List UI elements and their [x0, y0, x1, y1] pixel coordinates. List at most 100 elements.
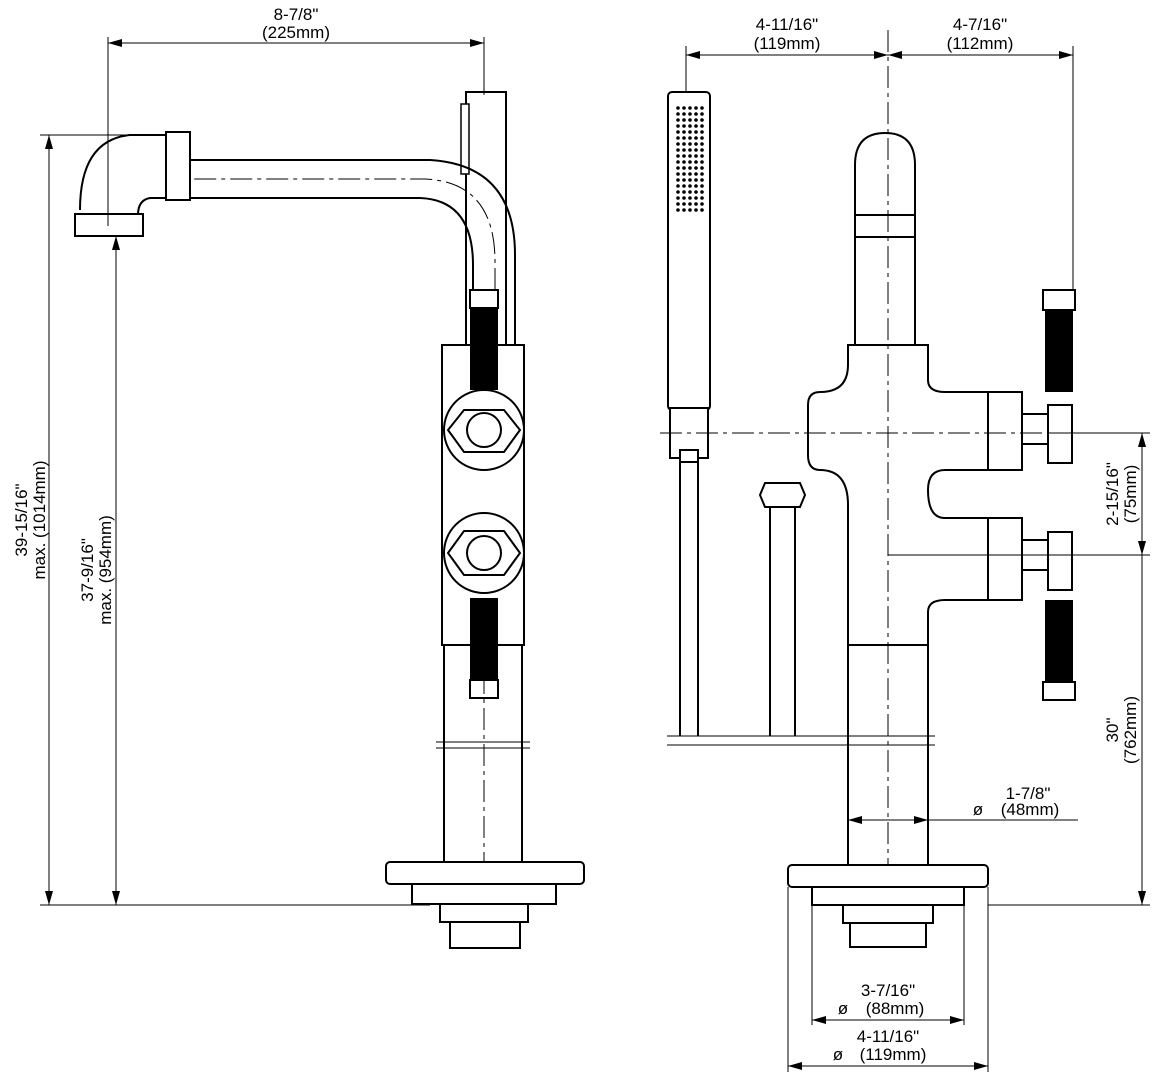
handle-offset-imperial: 4-7/16" [953, 15, 1007, 34]
nozzle-dot [700, 172, 704, 176]
nozzle-dot [688, 208, 692, 212]
nozzle-dot [676, 160, 680, 164]
lower-valve-cartridge [987, 517, 1023, 601]
nozzle-dot [694, 190, 698, 194]
nozzle-dot [694, 142, 698, 146]
nozzle-dot [694, 178, 698, 182]
nozzle-dot [676, 172, 680, 176]
nozzle-dot [682, 106, 686, 110]
nozzle-dot [700, 148, 704, 152]
nozzle-dot [676, 118, 680, 122]
overall-height-metric: max. (1014mm) [30, 460, 49, 579]
nozzle-dot [682, 172, 686, 176]
nozzle-dot [688, 160, 692, 164]
nozzle-dot [688, 124, 692, 128]
nozzle-dot [694, 112, 698, 116]
nozzle-dot [682, 142, 686, 146]
nozzle-dot [700, 124, 704, 128]
nozzle-dot [700, 190, 704, 194]
nozzle-dot [682, 160, 686, 164]
riser-height-metric: (762mm) [1121, 696, 1140, 764]
nozzle-dot [682, 148, 686, 152]
lower-handle-hub [1047, 531, 1073, 591]
nozzle-dot [676, 124, 680, 128]
nozzle-dot [688, 196, 692, 200]
nozzle-dot [676, 196, 680, 200]
spout-collar [165, 131, 191, 201]
base-inner-symbol: ø [838, 999, 848, 1018]
spout-collar-front [854, 214, 916, 238]
nozzle-dot [688, 184, 692, 188]
upper-valve-cartridge [987, 391, 1023, 471]
hose-nut [758, 482, 807, 508]
nozzle-dot [676, 112, 680, 116]
base-inner-metric: (88mm) [866, 999, 925, 1018]
nozzle-dot [682, 124, 686, 128]
nozzle-dot [688, 202, 692, 206]
nozzle-dot [682, 154, 686, 158]
nozzle-dot [700, 208, 704, 212]
nozzle-dot [688, 166, 692, 170]
spout-outer [190, 159, 516, 360]
nozzle-dot [700, 196, 704, 200]
nozzle-dot [694, 118, 698, 122]
flange-base [411, 883, 557, 905]
nozzle-dot [694, 172, 698, 176]
nozzle-dot [682, 130, 686, 134]
nozzle-dot [700, 202, 704, 206]
spout-height-imperial: 37-9/16" [78, 538, 97, 602]
handle-spacing-imperial: 2-15/16" [1103, 462, 1122, 526]
nozzle-dot [676, 202, 680, 206]
nozzle-dot [688, 136, 692, 140]
riser-diameter-symbol: ø [973, 800, 983, 819]
riser-diameter-metric: (48mm) [1001, 800, 1060, 819]
nozzle-dot [688, 142, 692, 146]
floor-flange [385, 861, 585, 885]
nozzle-dot [676, 136, 680, 140]
nozzle-dot [676, 106, 680, 110]
nozzle-dot [700, 106, 704, 110]
nozzle-dot [676, 208, 680, 212]
lower-handle-cap-front [1042, 681, 1076, 701]
handshower [667, 91, 711, 411]
lower-handle-grip-front [1045, 600, 1073, 682]
nozzle-dot [700, 142, 704, 146]
handshower-nozzles [676, 106, 704, 212]
nozzle-dot [688, 130, 692, 134]
nozzle-dot [682, 184, 686, 188]
nozzle-dot [688, 118, 692, 122]
upper-valve-stem [466, 412, 502, 448]
base-inner-imperial: 3-7/16" [861, 981, 915, 1000]
spout-bend-inner [137, 197, 166, 216]
nozzle-dot [688, 172, 692, 176]
nozzle-dot [694, 166, 698, 170]
nozzle-dot [682, 190, 686, 194]
spout-top [854, 131, 916, 215]
spout-centerline [190, 178, 496, 290]
floor-flange-front [787, 864, 989, 888]
nozzle-dot [694, 208, 698, 212]
nozzle-dot [688, 190, 692, 194]
nozzle-dot [700, 178, 704, 182]
nozzle-dot [688, 106, 692, 110]
nozzle-dot [694, 106, 698, 110]
base-outer-symbol: ø [833, 1045, 843, 1064]
nozzle-dot [700, 112, 704, 116]
nozzle-dot [676, 130, 680, 134]
upper-handle-grip [470, 308, 498, 390]
aerator [74, 213, 144, 237]
supply-fitting [439, 903, 529, 923]
spout-inner [190, 197, 474, 360]
nozzle-dot [688, 112, 692, 116]
spout-height-metric: max. (954mm) [96, 515, 115, 625]
nozzle-dot [682, 166, 686, 170]
nozzle-dot [694, 184, 698, 188]
riser-diameter-imperial: 1-7/8" [1006, 784, 1051, 803]
handle-spacing-metric: (75mm) [1121, 465, 1140, 524]
nozzle-dot [676, 166, 680, 170]
nozzle-dot [694, 124, 698, 128]
nozzle-dot [676, 148, 680, 152]
nozzle-dot [682, 202, 686, 206]
nozzle-dot [676, 190, 680, 194]
